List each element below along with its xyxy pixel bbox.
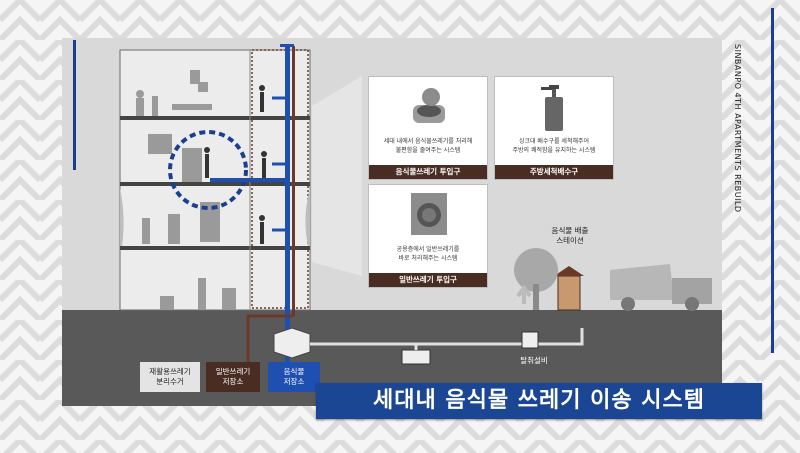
card-label: 일반쓰레기 투입구 [369,273,487,287]
discharge-station-label: 음식물 배출 스테이션 [551,226,589,245]
general-storage-box: 일반쓰레기 저장소 [206,362,260,392]
food-waste-inlet-icon [413,88,445,123]
card-food-waste-inlet: 세대 내에서 음식물쓰레기를 처리해 불편함을 줄여주는 시스템 음식물쓰레기 … [368,76,488,180]
card-desc: 세대 내에서 음식물쓰레기를 처리해 불편함을 줄여주는 시스템 [383,138,473,154]
food-storage-box: 음식물 저장소 [268,362,320,392]
soap-dispenser-icon [541,85,563,131]
card-kitchen-drain: 싱크대 배수구를 세척해주어 주방의 쾌적함을 유지하는 시스템 주방세척배수구 [494,76,614,180]
recycle-box: 재활용쓰레기 분리수거 [140,362,200,392]
accent-bar-left [73,40,76,170]
card-label: 주방세척배수구 [495,165,613,179]
deodorizer-label: 탈취설비 [520,356,548,365]
card-desc: 싱크대 배수구를 세척해주어 주방의 쾌적함을 유지하는 시스템 [512,138,596,154]
waste-inlet-icon [411,193,447,235]
card-label: 음식물쓰레기 투입구 [369,165,487,179]
vertical-caption: SINBANPO 4TH APARTMENTS REBUILD [733,44,742,213]
accent-bar-right [771,8,774,353]
card-general-waste-inlet: 공용층에서 일반쓰레기를 바로 처리해주는 시스템 일반쓰레기 투입구 [368,184,488,288]
card-desc: 공용층에서 일반쓰레기를 바로 처리해주는 시스템 [396,246,460,262]
diagram-panel [62,38,722,406]
page-title: 세대내 음식물 쓰레기 이송 시스템 [316,383,762,419]
